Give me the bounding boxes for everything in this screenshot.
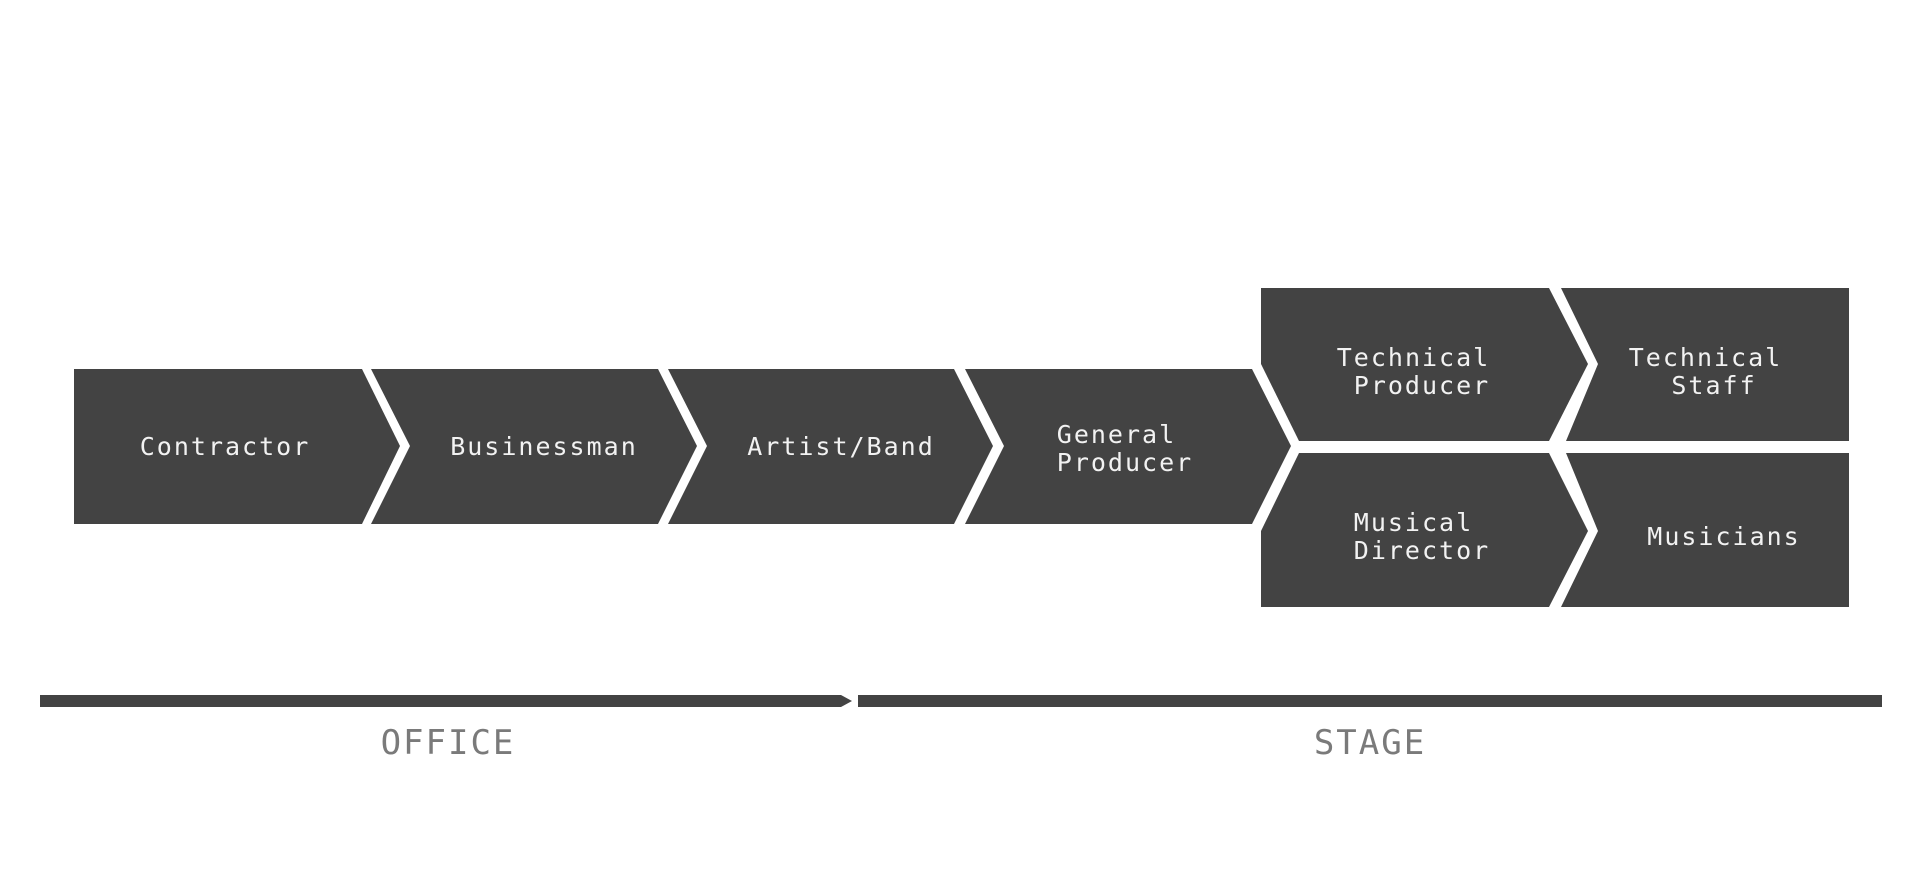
- node-contractor: Contractor: [74, 369, 400, 524]
- node-artist-band-shape: [668, 369, 993, 524]
- node-businessman: Businessman: [371, 369, 697, 524]
- node-general-producer-label: General Producer: [1057, 420, 1193, 477]
- node-technical-staff-shape: [1561, 288, 1849, 441]
- node-musicians: Musicians: [1561, 453, 1849, 607]
- node-general-producer-shape: [965, 369, 1291, 524]
- node-musicians-label: Musicians: [1647, 522, 1800, 551]
- node-businessman-label: Businessman: [450, 432, 638, 461]
- node-businessman-shape: [371, 369, 697, 524]
- phase-office-bar: [40, 695, 852, 707]
- node-contractor-shape: [74, 369, 400, 524]
- node-musical-director: Musical Director: [1261, 453, 1588, 607]
- node-technical-producer-shape: [1261, 288, 1588, 441]
- phase-stage: STAGE: [858, 695, 1882, 763]
- node-musicians-shape: [1561, 453, 1849, 607]
- phase-office-label: OFFICE: [381, 723, 516, 763]
- node-artist-band-label: Artist/Band: [747, 432, 935, 461]
- node-technical-producer: Technical Producer: [1261, 288, 1588, 441]
- node-artist-band: Artist/Band: [668, 369, 993, 524]
- phase-stage-bar: [858, 695, 1882, 707]
- phase-stage-label: STAGE: [1314, 723, 1426, 763]
- node-technical-staff-label: Technical Staff: [1629, 343, 1800, 400]
- node-technical-producer-label: Technical Producer: [1337, 343, 1508, 400]
- node-general-producer: General Producer: [965, 369, 1291, 524]
- node-musical-director-label: Musical Director: [1354, 508, 1490, 565]
- node-musical-director-shape: [1261, 453, 1588, 607]
- node-contractor-label: Contractor: [140, 432, 311, 461]
- node-technical-staff: Technical Staff: [1561, 288, 1849, 441]
- phase-office: OFFICE: [40, 695, 852, 763]
